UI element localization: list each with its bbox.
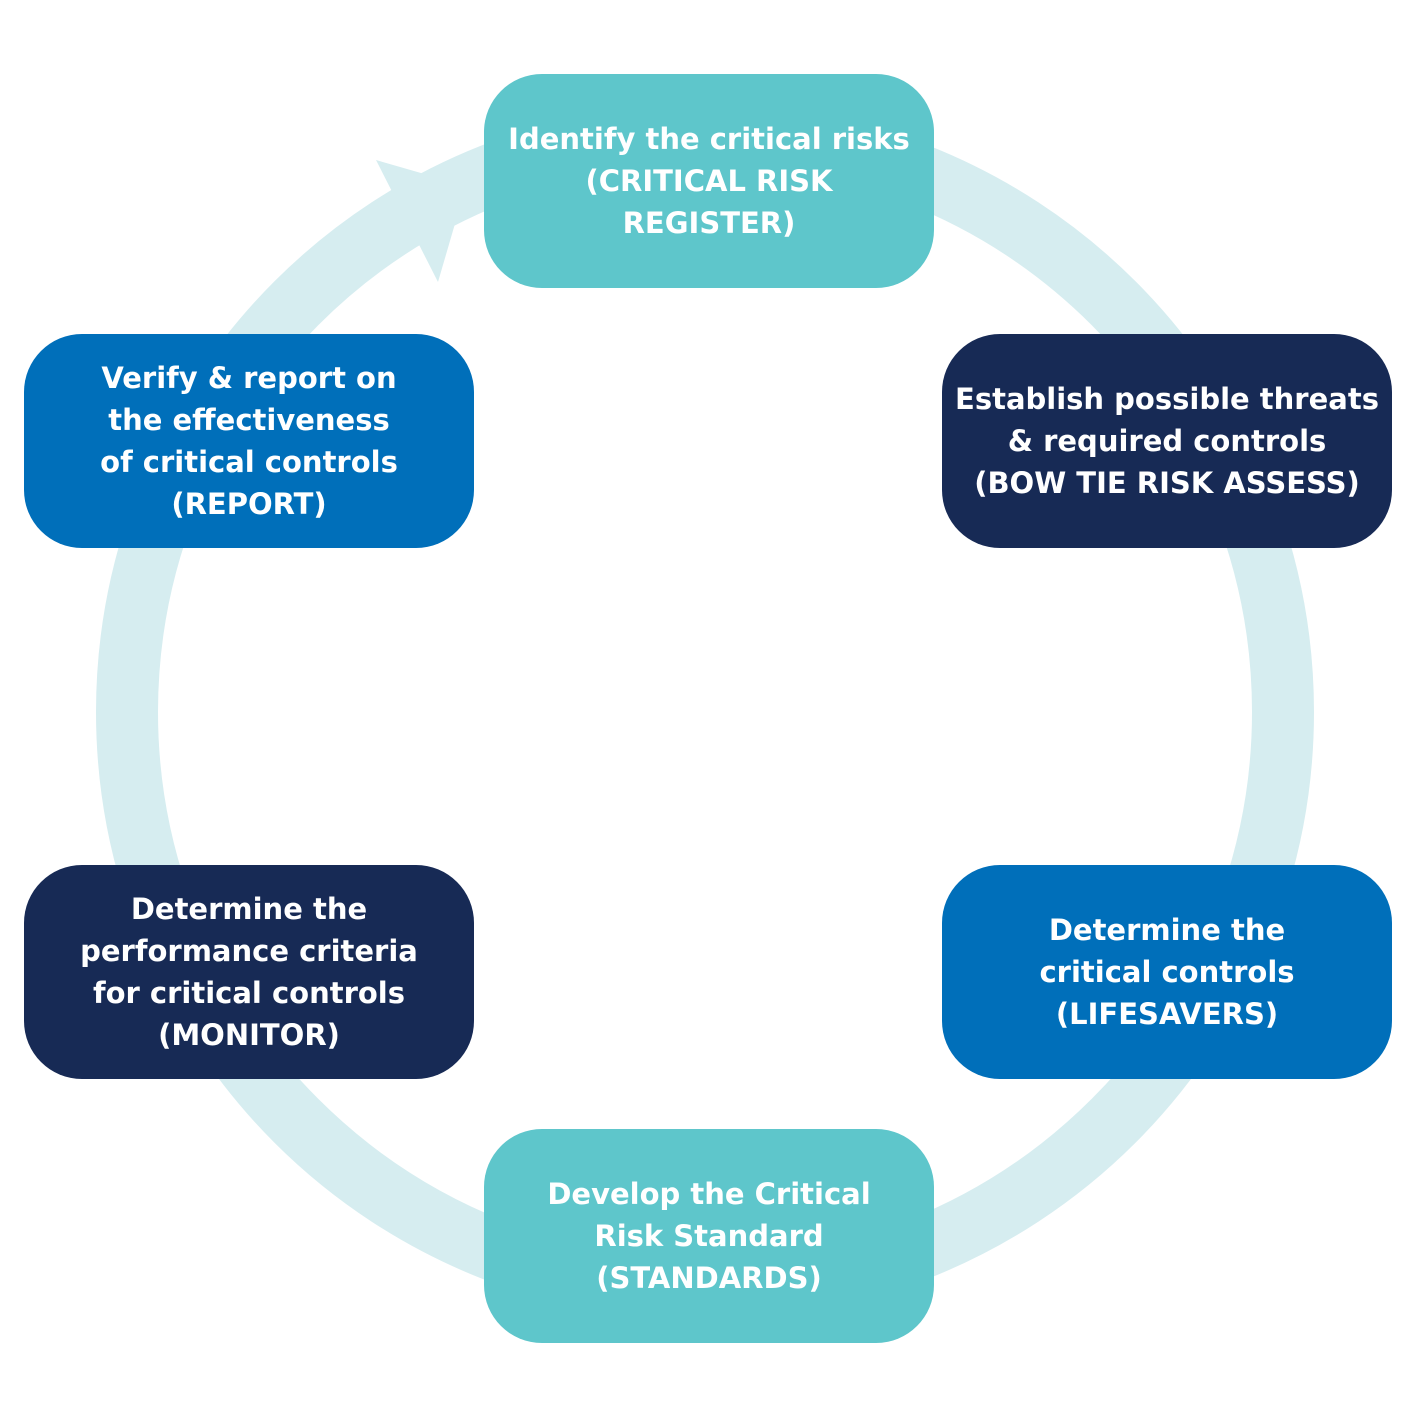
step-line: (REPORT) [171, 487, 327, 521]
step-line: Identify the critical risks [508, 122, 910, 156]
step-line: critical controls [1039, 955, 1295, 989]
step-line: Establish possible threats [955, 382, 1379, 416]
step-establish-threats-controls: Establish possible threats & required con… [942, 334, 1392, 548]
step-line: (LIFESAVERS) [1055, 997, 1279, 1031]
step-line: for critical controls [92, 976, 406, 1010]
step-line: Determine the [130, 892, 368, 926]
step-line: Determine the [1048, 913, 1286, 947]
step-line: (CRITICAL RISK [585, 164, 833, 198]
step-identify-critical-risks: Identify the critical risks (CRITICAL RIS… [484, 74, 934, 288]
step-line: Risk Standard [594, 1219, 824, 1253]
cycle-arrowhead-icon [376, 160, 466, 282]
step-determine-performance-criteria: Determine the performance criteria for cri… [24, 865, 474, 1079]
step-line: REGISTER) [622, 206, 796, 240]
step-line: of critical controls [100, 445, 398, 479]
step-verify-report: Verify & report on the effectiveness of cr… [24, 334, 474, 548]
step-line: the effectiveness [108, 403, 390, 437]
step-determine-critical-controls: Determine the critical controls (LIFESAVER… [942, 865, 1392, 1079]
step-line: (BOW TIE RISK ASSESS) [974, 466, 1360, 500]
cycle-track [96, 103, 1314, 1321]
step-line: performance criteria [80, 934, 418, 968]
step-line: (STANDARDS) [596, 1261, 822, 1295]
step-line: Develop the Critical [547, 1177, 871, 1211]
step-line: Verify & report on [101, 361, 397, 395]
step-line: (MONITOR) [158, 1018, 340, 1052]
step-line: & required controls [1007, 424, 1327, 458]
